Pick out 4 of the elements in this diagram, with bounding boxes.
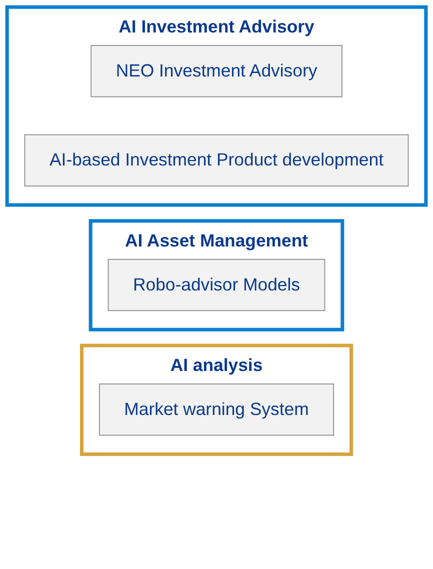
node-box: AI-based Investment Product development [24,134,409,186]
node-box: NEO Investment Advisory [90,45,342,98]
node-box: Robo-advisor Models [108,258,326,312]
node-box: Market warning System [98,384,334,436]
